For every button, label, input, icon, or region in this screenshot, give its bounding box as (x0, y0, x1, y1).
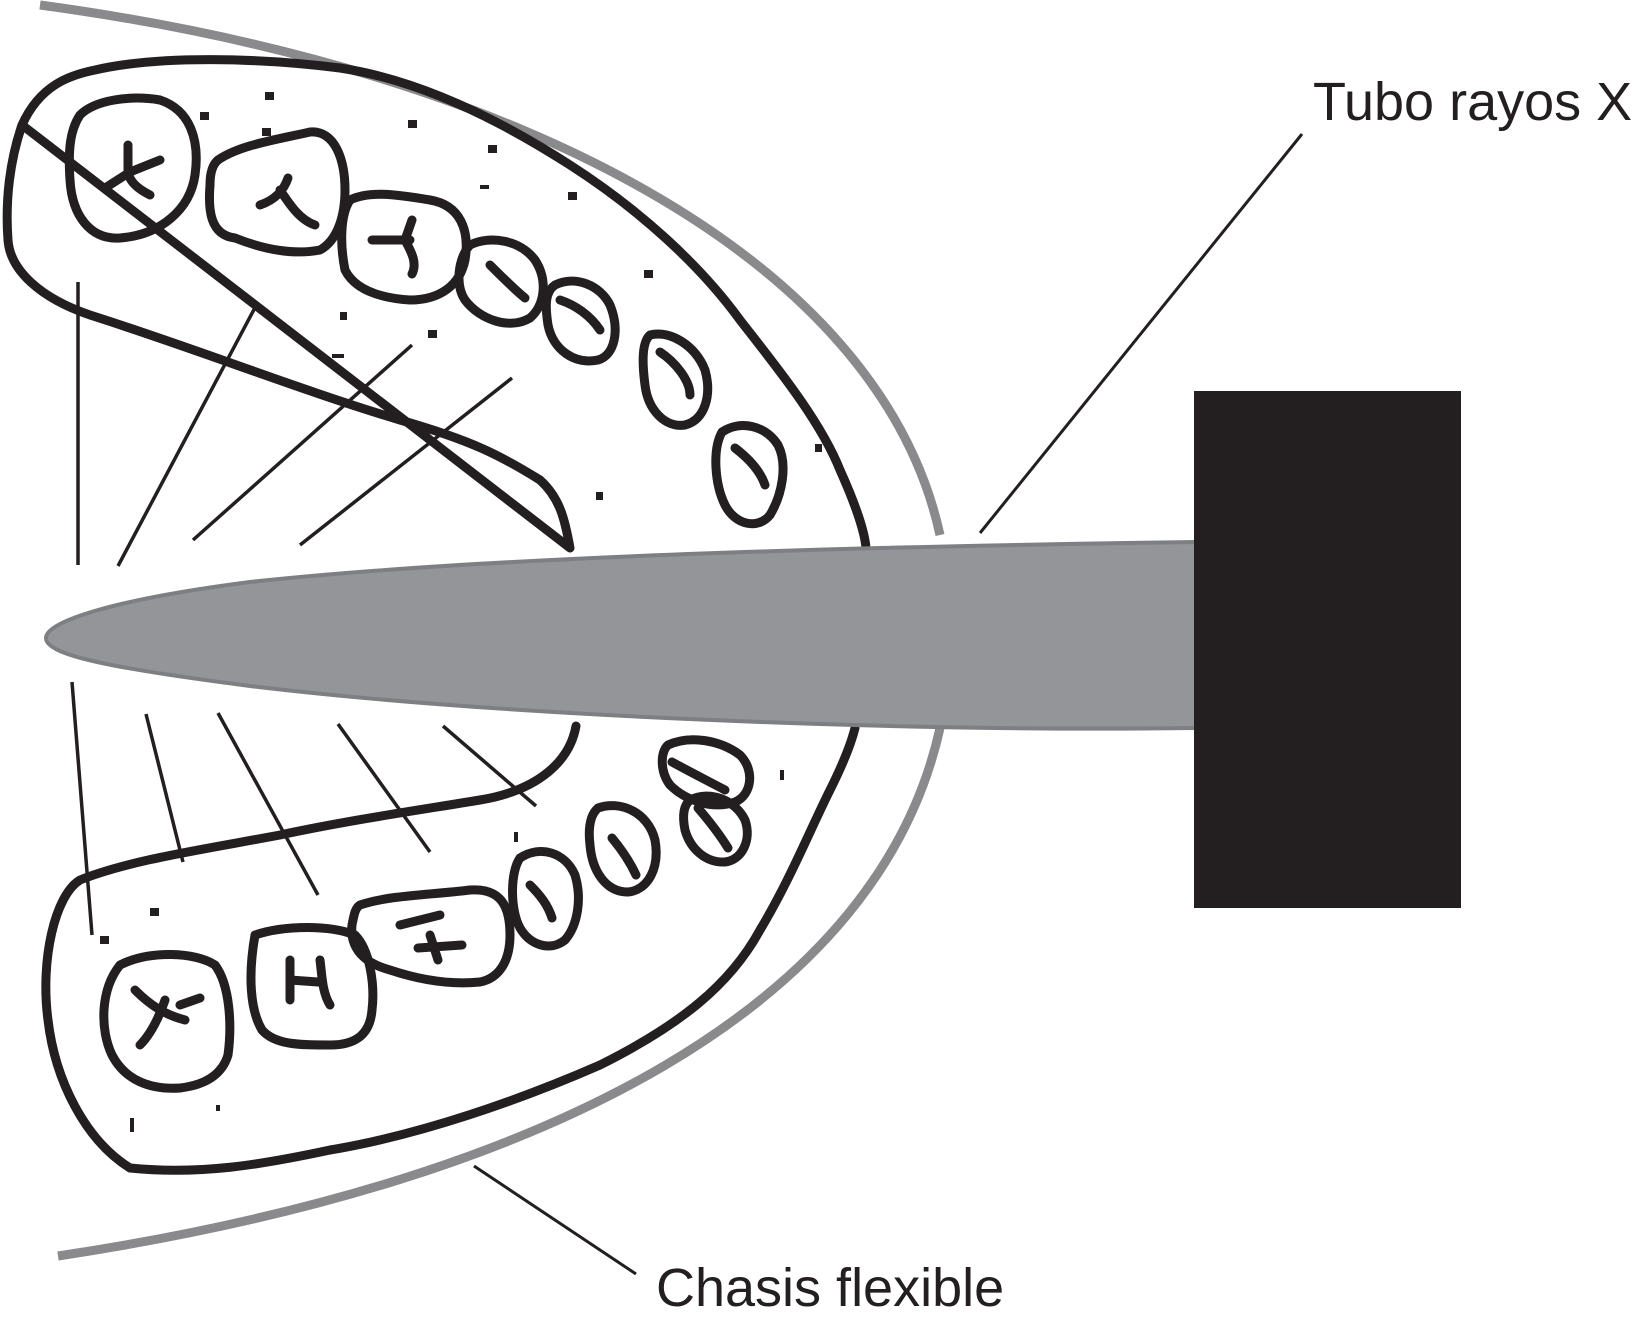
tube-label: Tubo rayos X (1313, 72, 1632, 132)
lower-premolar-1 (508, 847, 583, 951)
upper-teeth (64, 93, 788, 529)
lower-canine (584, 801, 661, 897)
upper-canine (541, 276, 620, 366)
upper-molar-2 (204, 127, 350, 257)
lower-lateral-incisor (679, 791, 752, 867)
lower-teeth (99, 735, 755, 1093)
tube-leader-line (978, 133, 1304, 534)
lower-molar-1 (246, 923, 378, 1050)
lower-molar-2 (99, 950, 235, 1093)
upper-lateral-incisor (638, 329, 713, 430)
ray-lines (70, 282, 538, 936)
cassette-leader-line (473, 1164, 637, 1276)
lower-arch-outline (41, 721, 860, 1175)
cassette-label: Chasis flexible (656, 1258, 1004, 1318)
xray-tube-head (1194, 391, 1461, 908)
upper-molar-1 (64, 93, 201, 243)
upper-arch-outline (2, 55, 871, 553)
upper-premolar-2 (454, 235, 548, 328)
upper-premolar-1 (337, 189, 471, 305)
flexible-cassette-curve (39, 0, 945, 1261)
upper-central-incisor (711, 421, 788, 529)
lower-premolar-2 (347, 885, 515, 988)
specks (100, 92, 822, 1132)
xray-beam (43, 539, 1198, 731)
